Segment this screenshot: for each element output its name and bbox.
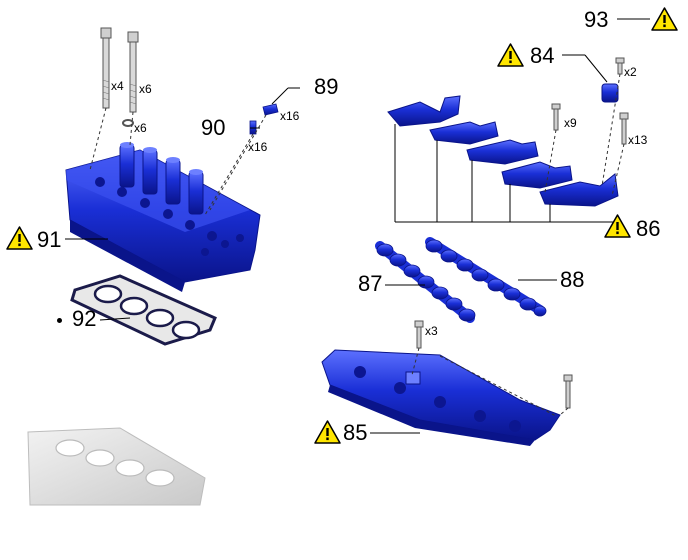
callout-85: 85 <box>343 420 368 445</box>
camshaft-no1 <box>375 241 476 323</box>
head-bolts <box>100 27 139 127</box>
qty-bolt-long-b: x6 <box>139 82 152 96</box>
callout-89: 89 <box>314 74 339 99</box>
qty-lifter-90: x16 <box>248 140 268 154</box>
camshaft-no2 <box>425 237 547 317</box>
callout-87: 87 <box>358 271 383 296</box>
callout-86: 86 <box>636 216 661 241</box>
qty-bolt-long-a: x4 <box>111 79 124 93</box>
qty-bolt-85: x3 <box>425 324 438 338</box>
warning-icon-91 <box>6 226 33 250</box>
alignment-lines <box>89 73 625 417</box>
warning-icon-86 <box>604 214 631 238</box>
qty-pin-89: x16 <box>280 109 300 123</box>
cylinder-head <box>65 142 261 292</box>
callout-88: 88 <box>560 267 585 292</box>
warning-icon-93 <box>651 7 678 31</box>
cap-bolts <box>414 57 629 409</box>
qty-bolt-cap-b: x13 <box>628 133 648 147</box>
bullet-92 <box>57 318 62 323</box>
camshaft-housing <box>321 349 561 446</box>
qty-washer: x6 <box>134 121 147 135</box>
engine-location-thumbnail <box>27 427 206 506</box>
group-bracket-86 <box>394 124 604 223</box>
head-gasket <box>70 274 217 346</box>
warning-icon-84 <box>497 43 524 67</box>
callout-92: 92 <box>72 306 97 331</box>
warning-icon-85 <box>314 420 341 444</box>
callout-93: 93 <box>584 7 609 32</box>
callout-90: 90 <box>201 115 226 140</box>
callout-91: 91 <box>37 227 62 252</box>
qty-bolt-cap-a: x9 <box>564 116 577 130</box>
callout-84: 84 <box>530 43 555 68</box>
qty-bolt-84: x2 <box>624 65 637 79</box>
rocker-pin <box>262 103 279 116</box>
camshaft-bearing-caps <box>387 83 619 207</box>
